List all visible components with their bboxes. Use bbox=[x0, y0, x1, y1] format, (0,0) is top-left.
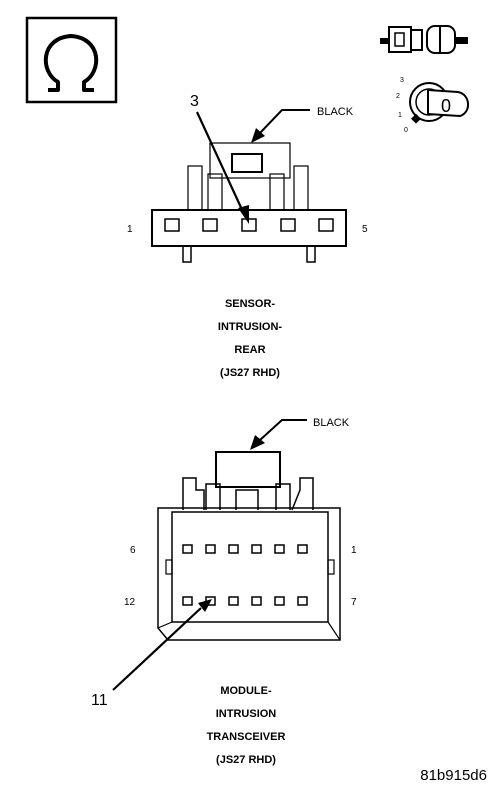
bottom-color-arrowhead bbox=[250, 435, 265, 450]
top-connector-caption: SENSOR- INTRUSION- REAR (JS27 RHD) bbox=[218, 298, 283, 379]
bottom-caption-line-4: (JS27 RHD) bbox=[216, 754, 276, 766]
ignition-position-3: 3 bbox=[400, 77, 404, 84]
figure-id: 81b915d6 bbox=[420, 767, 487, 784]
top-color-leader bbox=[259, 109, 310, 134]
bottom-pin-bottom-left: 12 bbox=[124, 597, 136, 608]
top-callout-leader bbox=[196, 111, 245, 215]
connector-plug-icon bbox=[380, 25, 468, 54]
sensor-intrusion-rear-connector bbox=[151, 142, 347, 263]
bottom-caption-line-1: MODULE- bbox=[220, 685, 272, 697]
top-color-label: BLACK bbox=[317, 106, 354, 118]
top-callout-arrowhead bbox=[238, 205, 249, 224]
top-caption-line-3: REAR bbox=[234, 344, 265, 356]
bottom-connector-caption: MODULE- INTRUSION TRANSCEIVER (JS27 RHD) bbox=[207, 685, 286, 766]
bottom-pin-top-left: 6 bbox=[130, 545, 136, 556]
bottom-color-leader bbox=[259, 419, 307, 441]
top-color-arrowhead bbox=[251, 128, 265, 143]
bottom-caption-line-2: INTRUSION bbox=[216, 708, 277, 720]
ignition-key-icon: 3 2 1 0 0 bbox=[396, 77, 469, 134]
top-caption-line-2: INTRUSION- bbox=[218, 321, 283, 333]
module-intrusion-transceiver-connector bbox=[157, 451, 341, 641]
bottom-callout-leader bbox=[112, 607, 202, 691]
bottom-pin-bottom-right: 7 bbox=[351, 597, 357, 608]
bottom-callout-arrowhead bbox=[198, 599, 212, 612]
top-pin-left: 1 bbox=[127, 224, 133, 235]
bottom-color-label: BLACK bbox=[313, 417, 350, 429]
top-caption-line-4: (JS27 RHD) bbox=[220, 367, 280, 379]
bottom-pin-top-right: 1 bbox=[351, 545, 357, 556]
top-callout-number: 3 bbox=[190, 93, 199, 110]
top-caption-line-1: SENSOR- bbox=[225, 298, 275, 310]
top-pin-right: 5 bbox=[362, 224, 368, 235]
ignition-key-label: 0 bbox=[441, 96, 451, 116]
bottom-callout-number: 11 bbox=[91, 692, 108, 709]
bottom-caption-line-3: TRANSCEIVER bbox=[207, 731, 286, 743]
ignition-position-1: 1 bbox=[398, 112, 402, 119]
ignition-position-2: 2 bbox=[396, 93, 400, 100]
omega-resistance-icon bbox=[25, 16, 118, 104]
ignition-position-0: 0 bbox=[404, 127, 408, 134]
